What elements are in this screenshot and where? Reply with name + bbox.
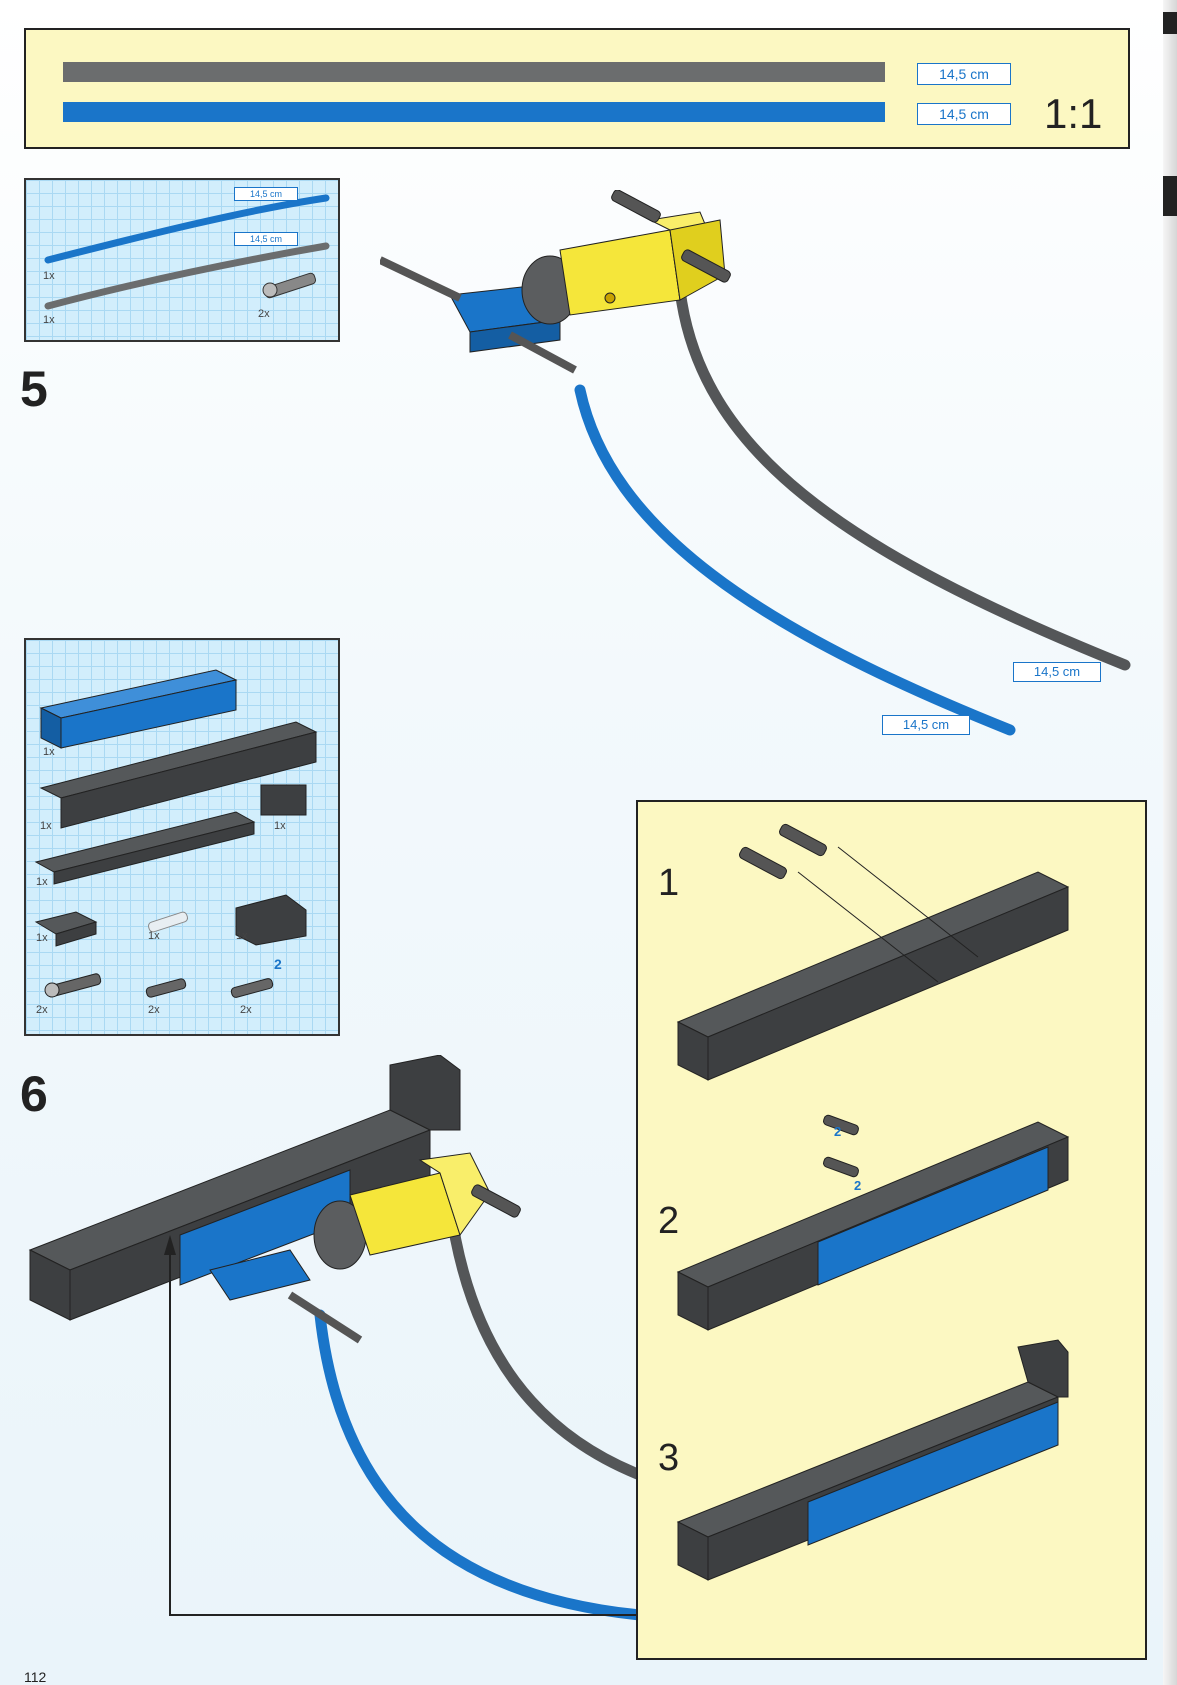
- substep3-number: 3: [658, 1437, 680, 1479]
- long-beam-qty: 1x: [40, 820, 52, 832]
- substep2-marker-a: 2: [834, 1124, 842, 1139]
- axle-pin-part: [230, 978, 274, 998]
- scale-label: 1:1: [1044, 90, 1103, 137]
- pin-part-icon: [262, 272, 317, 299]
- part-grey-tube-length: 14,5 cm: [234, 232, 298, 246]
- base-beam-assembly: [28, 1055, 461, 1321]
- step6-parts-drawing: [34, 669, 318, 998]
- pin-right: [471, 1184, 521, 1218]
- step5-parts-panel: 14,5 cm 14,5 cm 1x 1x 2x: [24, 178, 340, 342]
- clear-pin-qty: 1x: [148, 930, 160, 942]
- step6-assembly-drawing: [28, 1055, 646, 1621]
- grey-tube-qty: 1x: [43, 314, 55, 326]
- step5-number: 5: [20, 361, 48, 417]
- pin-qty: 2x: [258, 308, 270, 320]
- step5-assembly-drawing: [380, 190, 1131, 736]
- friction-pin-qty: 2x: [36, 1004, 48, 1016]
- edge-tab: [1163, 176, 1177, 216]
- substep3-beam: [676, 1339, 1069, 1581]
- long-beam-part: [39, 721, 318, 829]
- blue-beam-part: [39, 669, 238, 749]
- page-edge: [1163, 0, 1177, 1685]
- substeps-drawing: [676, 823, 1070, 1581]
- blue-tube-part: [44, 194, 330, 264]
- page-number: 112: [24, 1669, 47, 1685]
- small-plate-qty: 1x: [36, 932, 48, 944]
- small-brick-part: [260, 784, 307, 816]
- pin-top: [611, 190, 661, 223]
- axle-left: [380, 256, 577, 374]
- grey-tube-part: [44, 242, 330, 310]
- short-pin-part: [145, 978, 187, 998]
- grey-tube-length-callout: 14,5 cm: [1013, 662, 1101, 682]
- short-pin-qty: 2x: [148, 1004, 160, 1016]
- axle-pin-marker: 2: [274, 956, 282, 972]
- grey-tube: [444, 1199, 646, 1481]
- wedge-brick-part: [235, 894, 307, 946]
- small-brick-qty: 1x: [274, 820, 286, 832]
- blue-tube: [574, 384, 1016, 736]
- grey-tube-length-label: 14,5 cm: [917, 63, 1011, 85]
- motor-assembly: [209, 1152, 491, 1301]
- small-plate-part: [34, 911, 98, 947]
- blue-tube-qty: 1x: [43, 270, 55, 282]
- plate-part: [34, 811, 256, 885]
- pin-right: [681, 249, 731, 283]
- substep1-number: 1: [658, 862, 680, 904]
- substep2-beam: [676, 1114, 1070, 1331]
- axle-front: [287, 1291, 363, 1344]
- wedge-brick-qty: 1x: [236, 930, 248, 942]
- substep2-number: 2: [658, 1200, 680, 1242]
- arrow-head: [164, 1235, 176, 1255]
- blue-tube: [314, 1309, 646, 1621]
- blue-beam-qty: 1x: [43, 746, 55, 758]
- substeps-panel: 1 2 3 2 2: [636, 800, 1147, 1660]
- step6-number: 6: [20, 1066, 48, 1122]
- step5-parts-drawing: [44, 194, 330, 310]
- clear-pin-part: [147, 911, 189, 933]
- step6-parts-panel: 1x 1x 1x 1x 1x 1x 1x 2x 2x 2x 2: [24, 638, 340, 1036]
- scale-banner: 14,5 cm 14,5 cm 1:1: [24, 28, 1130, 149]
- grey-tube: [674, 284, 1131, 671]
- substep2-marker-b: 2: [854, 1178, 862, 1193]
- friction-pin-part: [44, 973, 102, 998]
- axle-pin-qty: 2x: [240, 1004, 252, 1016]
- grey-tube-full-size: [63, 62, 885, 82]
- blue-tube-length-label: 14,5 cm: [917, 103, 1011, 125]
- edge-tab: [1163, 12, 1177, 34]
- assembly-arrow: [169, 1245, 640, 1616]
- plate-qty: 1x: [36, 876, 48, 888]
- substep1-beam: [676, 823, 1070, 1081]
- blue-tube-length-callout: 14,5 cm: [882, 715, 970, 735]
- blue-tube-full-size: [63, 102, 885, 122]
- part-blue-tube-length: 14,5 cm: [234, 187, 298, 201]
